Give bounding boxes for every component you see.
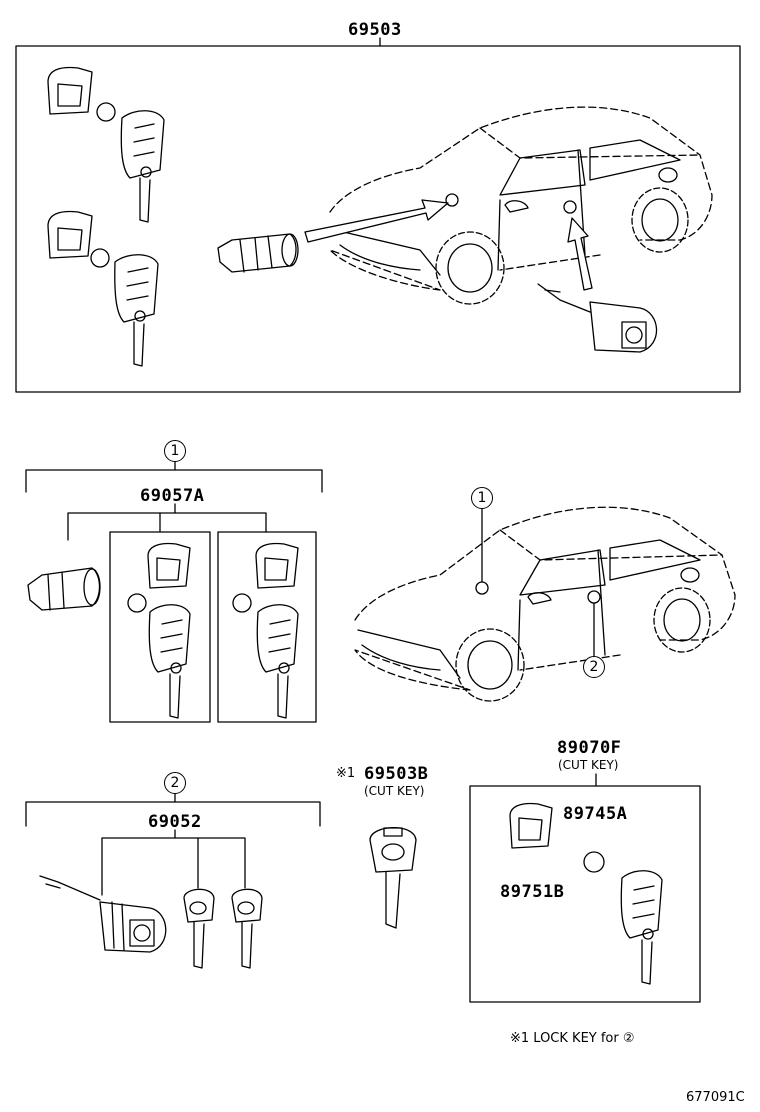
part-label-69057A: 69057A — [140, 486, 205, 506]
cut-key-note-a: (CUT KEY) — [364, 784, 425, 798]
top-keys — [47, 66, 165, 367]
ref-mark: ※1 — [336, 766, 356, 781]
top-car-illustration — [304, 106, 713, 305]
bracket-2 — [25, 792, 321, 827]
footnote: ※1 LOCK KEY for ② — [510, 1031, 635, 1046]
callout-1-car: 1 — [471, 487, 493, 509]
door-cylinder — [39, 875, 167, 953]
callout-2-left: 2 — [164, 772, 186, 794]
transmitter-frame — [469, 773, 701, 1003]
top-cylinders — [217, 233, 658, 353]
part-label-89745A: 89745A — [563, 804, 628, 824]
front-cylinder — [27, 567, 101, 611]
middle-car-illustration — [354, 506, 736, 702]
callout-1-left: 1 — [164, 440, 186, 462]
callout-2-car: 2 — [583, 656, 605, 678]
mechanical-keys — [183, 888, 263, 969]
cut-key-note-b: (CUT KEY) — [558, 758, 619, 772]
top-assembly-frame — [15, 37, 741, 393]
part-label-69052: 69052 — [148, 812, 202, 832]
key-set-box-a — [127, 542, 191, 719]
key-set-box-b — [232, 542, 299, 719]
diagram-code: 677091C — [686, 1090, 745, 1105]
lock-key-drawing — [369, 827, 417, 929]
part-label-69503: 69503 — [348, 20, 402, 40]
tree-69052 — [101, 829, 246, 896]
part-label-69503B: 69503B — [364, 764, 429, 784]
part-label-89751B: 89751B — [500, 882, 565, 902]
part-label-89070F: 89070F — [557, 738, 622, 758]
tree-69057A — [67, 503, 317, 723]
